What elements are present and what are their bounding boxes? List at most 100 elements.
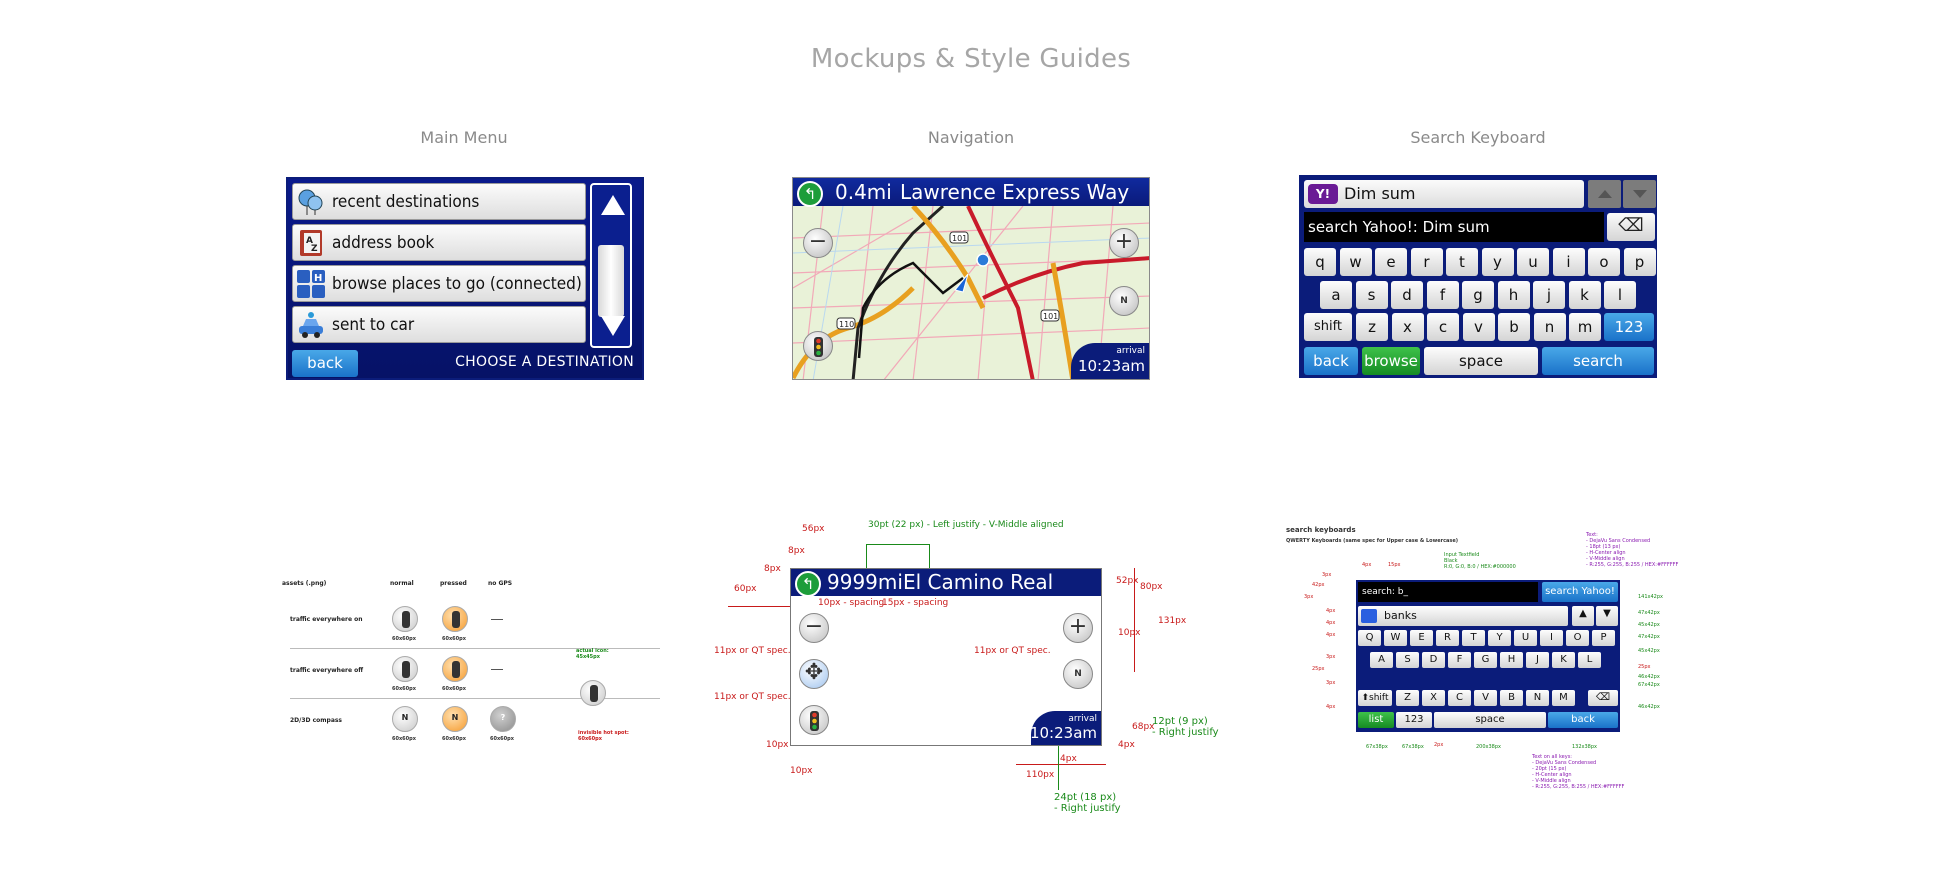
menu-item-recent-destinations[interactable]: recent destinations [292, 183, 586, 220]
scroll-down-icon[interactable] [601, 316, 625, 336]
route-shield: 101 [1043, 312, 1058, 321]
scroll-up-icon[interactable] [601, 195, 625, 215]
actual-icon-size: 45x45px [576, 654, 600, 660]
zoom-in-button[interactable]: + [1109, 228, 1139, 258]
traffic-button[interactable] [803, 331, 833, 361]
numbers-key[interactable]: 123 [1604, 313, 1654, 341]
space-key[interactable]: space [1424, 347, 1538, 375]
back-button[interactable]: back [1304, 347, 1358, 375]
key-z[interactable]: z [1356, 313, 1388, 341]
dim-note: 25px [1312, 666, 1325, 672]
key-a[interactable]: a [1320, 281, 1352, 309]
key-p[interactable]: p [1623, 248, 1656, 276]
traffic-pressed-icon [442, 606, 468, 632]
key-v[interactable]: v [1462, 313, 1495, 341]
asset-header: pressed [440, 580, 467, 587]
key-w[interactable]: w [1339, 248, 1372, 276]
asset-size: 60x60px [442, 736, 466, 742]
kbd-spec-key-H: H [1500, 652, 1523, 668]
kbd-spec-text-note: Text:- DejaVu Sans Condensed- 18pt (13 p… [1586, 532, 1679, 568]
key-j[interactable]: j [1533, 281, 1565, 309]
spec-nav-header: ↰ 9999mi El Camino Real [791, 569, 1101, 597]
key-e[interactable]: e [1375, 248, 1407, 276]
kbd-spec-key-E: E [1410, 630, 1433, 646]
menu-item-label: address book [332, 232, 435, 253]
kbd-spec-back-key: back [1548, 712, 1618, 728]
search-field[interactable]: Y! Dim sum [1304, 180, 1584, 208]
key-x[interactable]: x [1391, 313, 1424, 341]
spec-note-qt1: 11px or QT spec. [714, 646, 791, 656]
section-label-navigation: Navigation [927, 128, 1015, 147]
key-y[interactable]: y [1481, 248, 1514, 276]
key-q[interactable]: q [1304, 248, 1336, 276]
key-d[interactable]: d [1391, 281, 1423, 309]
kbd-spec-key-T: T [1462, 630, 1485, 646]
key-b[interactable]: b [1498, 313, 1530, 341]
kbd-spec-keys-note: Text on all keys:- DejaVu Sans Condensed… [1532, 754, 1625, 790]
no-gps-dash [491, 669, 503, 670]
kbd-spec-key-A: A [1370, 652, 1393, 668]
divider [290, 648, 660, 649]
suggestion-up-button[interactable] [1588, 180, 1621, 208]
spec-note-131: 131px [1158, 616, 1187, 626]
spec-note-10b: 10px [766, 740, 789, 750]
key-h[interactable]: h [1497, 281, 1530, 309]
kbd-spec-query: search: b_ [1358, 582, 1538, 602]
dim-note: 3px [1326, 680, 1336, 686]
key-u[interactable]: u [1517, 248, 1549, 276]
traffic-normal-icon [392, 606, 418, 632]
spec-line [866, 544, 867, 568]
suggestion-down-button[interactable] [1623, 180, 1656, 208]
dim-note: 3px [1326, 654, 1336, 660]
key-f[interactable]: f [1426, 281, 1459, 309]
hotspot-note: invisible hot spot: [578, 730, 629, 736]
compass-button[interactable]: N [1109, 286, 1139, 316]
dim-note: 4px [1326, 632, 1336, 638]
key-t[interactable]: t [1446, 248, 1478, 276]
nav-header: ↰ 0.4mi Lawrence Express Way [793, 178, 1149, 207]
menu-item-sent-to-car[interactable]: sent to car [292, 306, 586, 343]
menu-item-browse-places[interactable]: H browse places to go (connected) [292, 265, 586, 302]
map-view[interactable]: 101 101 110 [793, 178, 1150, 380]
scroll-thumb[interactable] [598, 245, 624, 317]
key-s[interactable]: s [1355, 281, 1388, 309]
spec-line [728, 606, 792, 607]
svg-text:A: A [306, 236, 313, 246]
arrival-panel: arrival 10:23am [1071, 343, 1149, 379]
asset-size: 60x60px [490, 736, 514, 742]
dim-note: 67x38px [1366, 744, 1388, 750]
key-n[interactable]: n [1533, 313, 1566, 341]
dim-note: 4px [1326, 608, 1336, 614]
browse-button[interactable]: browse [1362, 347, 1420, 375]
asset-header: assets (.png) [282, 580, 327, 587]
kbd-spec-up-icon: ▲ [1572, 606, 1594, 626]
search-button[interactable]: search [1542, 347, 1654, 375]
key-g[interactable]: g [1462, 281, 1494, 309]
key-c[interactable]: c [1427, 313, 1459, 341]
asset-size: 60x60px [392, 736, 416, 742]
spec-arrival-label: arrival [1068, 714, 1097, 724]
shift-key[interactable]: shift [1304, 313, 1352, 341]
traffic-off-normal-icon [392, 656, 418, 682]
dim-note: 141x42px [1638, 594, 1663, 600]
key-r[interactable]: r [1410, 248, 1443, 276]
key-m[interactable]: m [1569, 313, 1601, 341]
spec-line [929, 544, 930, 568]
menu-scrollbar[interactable] [590, 183, 632, 348]
backspace-button[interactable]: ⌫ [1607, 213, 1655, 241]
asset-row-label: 2D/3D compass [290, 717, 343, 724]
key-o[interactable]: o [1588, 248, 1620, 276]
dim-note: 42px [1312, 582, 1325, 588]
key-k[interactable]: k [1568, 281, 1601, 309]
key-l[interactable]: l [1604, 281, 1636, 309]
dim-note: 47x42px [1638, 634, 1660, 640]
key-i[interactable]: i [1552, 248, 1585, 276]
zoom-out-button[interactable]: − [803, 228, 833, 258]
asset-size: 60x60px [392, 636, 416, 642]
kbd-spec-key-B: B [1500, 690, 1523, 706]
back-button[interactable]: back [292, 350, 358, 377]
kbd-spec-space-key: space [1434, 712, 1546, 728]
